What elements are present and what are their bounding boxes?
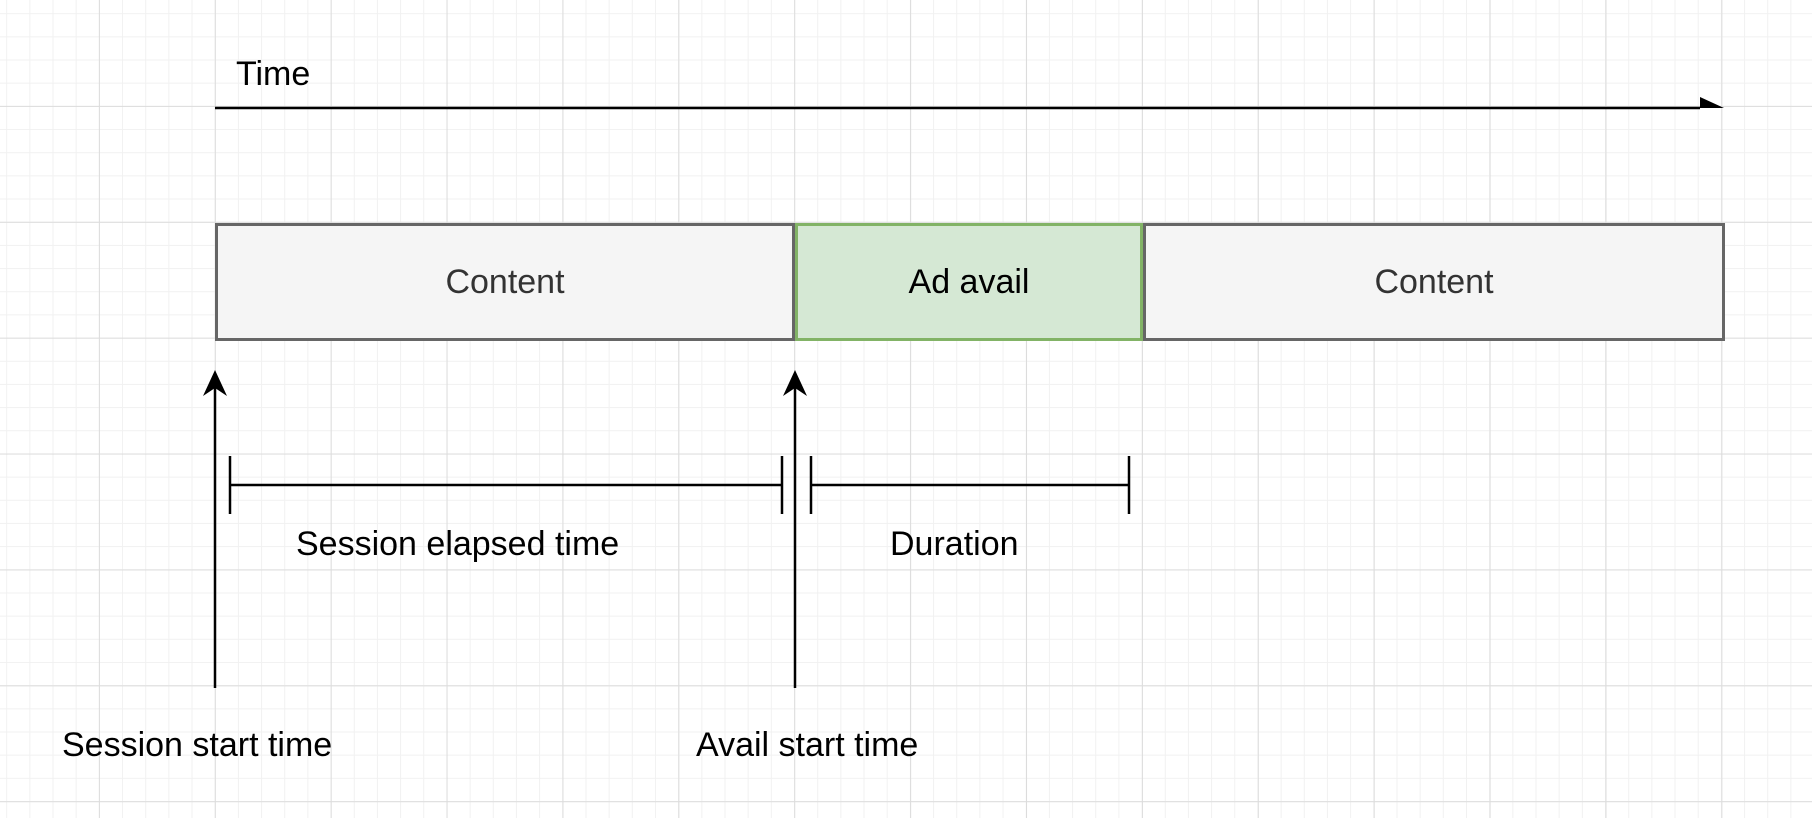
segment-content-2: Content (1143, 223, 1725, 341)
segment-ad-avail: Ad avail (795, 223, 1143, 341)
elapsed-time-label: Session elapsed time (296, 525, 620, 563)
segment-label: Content (1374, 262, 1494, 301)
elapsed-time-bracket (228, 456, 784, 514)
time-axis-label: Time (236, 55, 311, 93)
segment-label: Content (445, 262, 565, 301)
segment-label: Ad avail (908, 262, 1030, 301)
time-axis-arrow (215, 97, 1724, 110)
avail-start-label: Avail start time (696, 726, 919, 764)
duration-label: Duration (890, 525, 1019, 563)
session-start-arrow (203, 370, 227, 688)
avail-start-arrow (783, 370, 807, 688)
duration-bracket (809, 456, 1131, 514)
session-start-label: Session start time (62, 726, 333, 764)
segment-content-1: Content (215, 223, 795, 341)
